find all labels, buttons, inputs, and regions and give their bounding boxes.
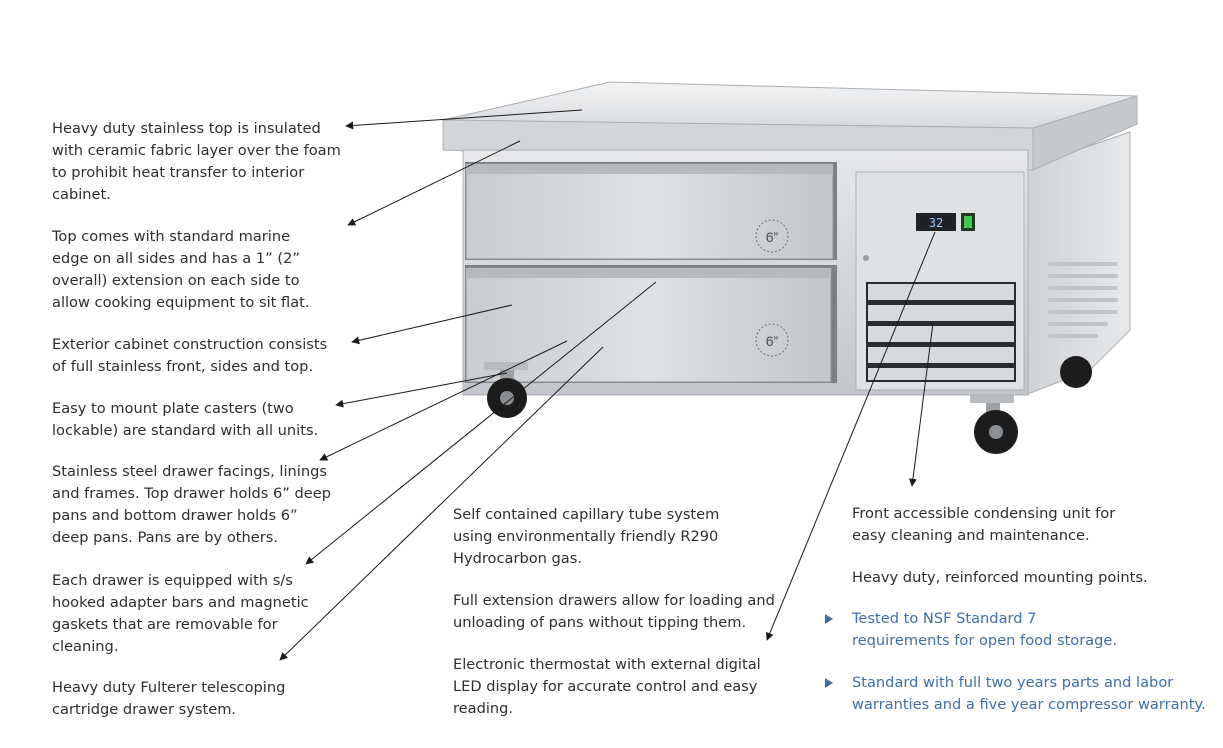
note-nsf: Tested to NSF Standard 7 requirements fo… [852,610,1118,649]
bullet-triangle-icon [825,614,833,624]
bottom-drawer-pan-depth: 6” [766,333,779,349]
cabinet-side-panel [1024,131,1131,396]
note-full-extension: Full extension drawers allow for loading… [453,592,775,631]
thermostat-reading: 32 [929,216,943,230]
caster-back-right [1060,356,1092,388]
note-drawer-facings: Stainless steel drawer facings, linings … [52,463,331,546]
note-mounting: Heavy duty, reinforced mounting points. [852,569,1148,586]
side-vent-louvers [1048,262,1118,338]
note-casters: Easy to mount plate casters (two lockabl… [52,400,319,439]
compressor-compartment: 32 [855,171,1025,391]
note-exterior-cabinet: Exterior cabinet construction consists o… [52,336,328,375]
note-condensing: Front accessible condensing unit for eas… [852,505,1116,544]
note-marine-edge: Top comes with standard marine edge on a… [52,228,310,311]
note-telescoping: Heavy duty Fulterer telescoping cartridg… [52,679,286,718]
bullet-triangle-icon [825,678,833,688]
top-drawer: 6” [465,162,837,260]
note-warranty: Standard with full two years parts and l… [852,674,1206,713]
thermostat-display [916,213,956,231]
front-grille [866,282,1016,382]
caster-front-right [970,395,1018,454]
top-drawer-pan-depth: 6” [766,229,779,245]
note-adapter-bars: Each drawer is equipped with s/s hooked … [52,572,309,655]
note-thermostat: Electronic thermostat with external digi… [453,656,761,717]
note-top-insulated: Heavy duty stainless top is insulated wi… [52,120,341,203]
note-capillary: Self contained capillary tube system usi… [453,506,720,567]
